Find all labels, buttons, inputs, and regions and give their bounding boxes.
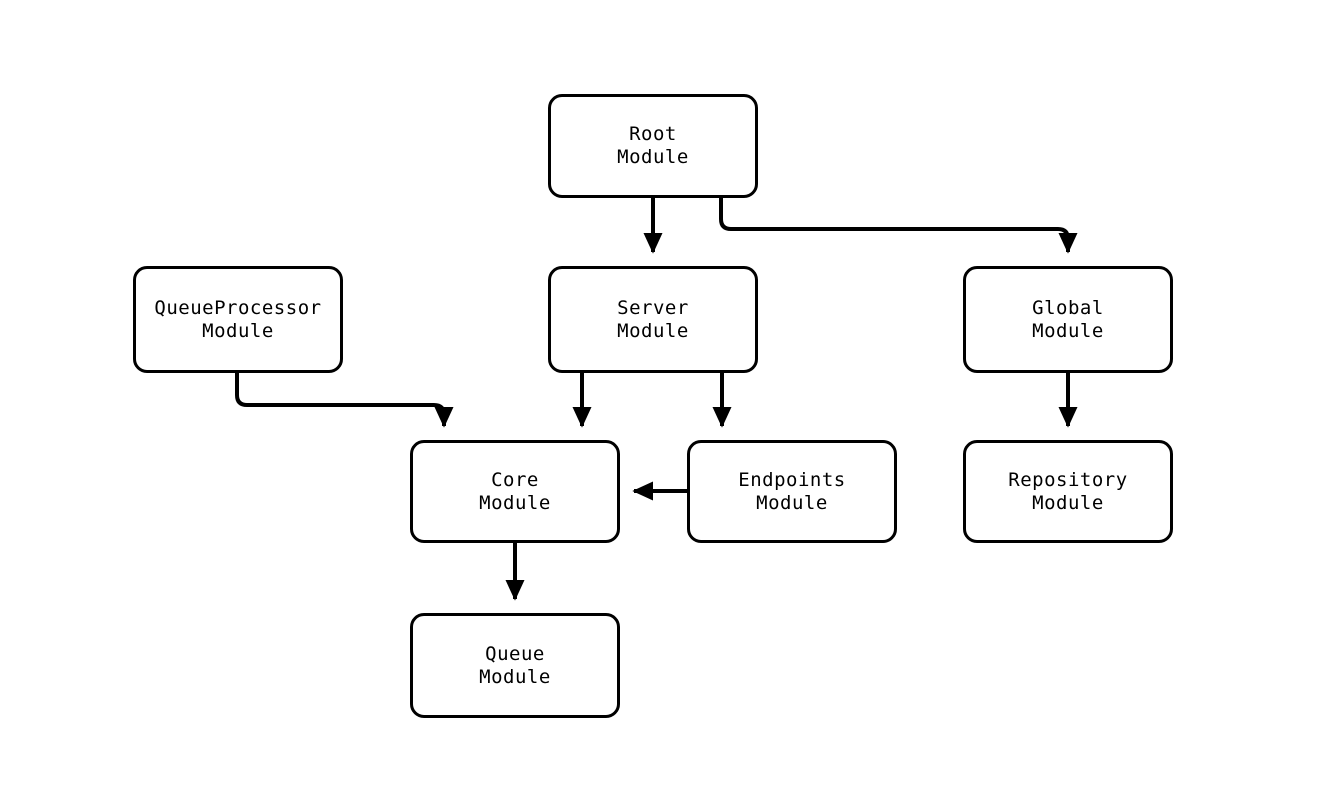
node-global-module[interactable]: Global Module — [963, 266, 1173, 373]
node-queue-module[interactable]: Queue Module — [410, 613, 620, 718]
edge-queueprocessor-to-core — [235, 373, 454, 428]
node-core-module[interactable]: Core Module — [410, 440, 620, 543]
node-global-module-line2: Module — [1032, 319, 1104, 342]
node-server-module-line1: Server — [617, 296, 689, 319]
node-queue-module-line1: Queue — [485, 642, 545, 665]
node-repository-module-line2: Module — [1032, 491, 1104, 514]
node-endpoints-module-line2: Module — [756, 491, 828, 514]
node-queue-module-line2: Module — [479, 665, 551, 688]
edge-root-to-global — [719, 198, 1078, 254]
node-server-module[interactable]: Server Module — [548, 266, 758, 373]
node-root-module-line1: Root — [629, 123, 677, 145]
node-repository-module-line1: Repository — [1008, 468, 1128, 491]
node-queueprocessor-module-line2: Module — [202, 319, 274, 342]
node-core-module-line1: Core — [491, 468, 539, 491]
node-root-module[interactable]: Root Module — [548, 94, 758, 198]
node-core-module-line2: Module — [479, 491, 551, 514]
node-repository-module[interactable]: Repository Module — [963, 440, 1173, 543]
node-server-module-line2: Module — [617, 319, 689, 342]
node-endpoints-module[interactable]: Endpoints Module — [687, 440, 897, 543]
node-root-module-line2: Module — [617, 146, 689, 168]
node-queueprocessor-module[interactable]: QueueProcessor Module — [133, 266, 343, 373]
node-global-module-line1: Global — [1032, 296, 1104, 319]
node-queueprocessor-module-line1: QueueProcessor — [154, 296, 322, 319]
node-endpoints-module-line1: Endpoints — [738, 468, 846, 491]
